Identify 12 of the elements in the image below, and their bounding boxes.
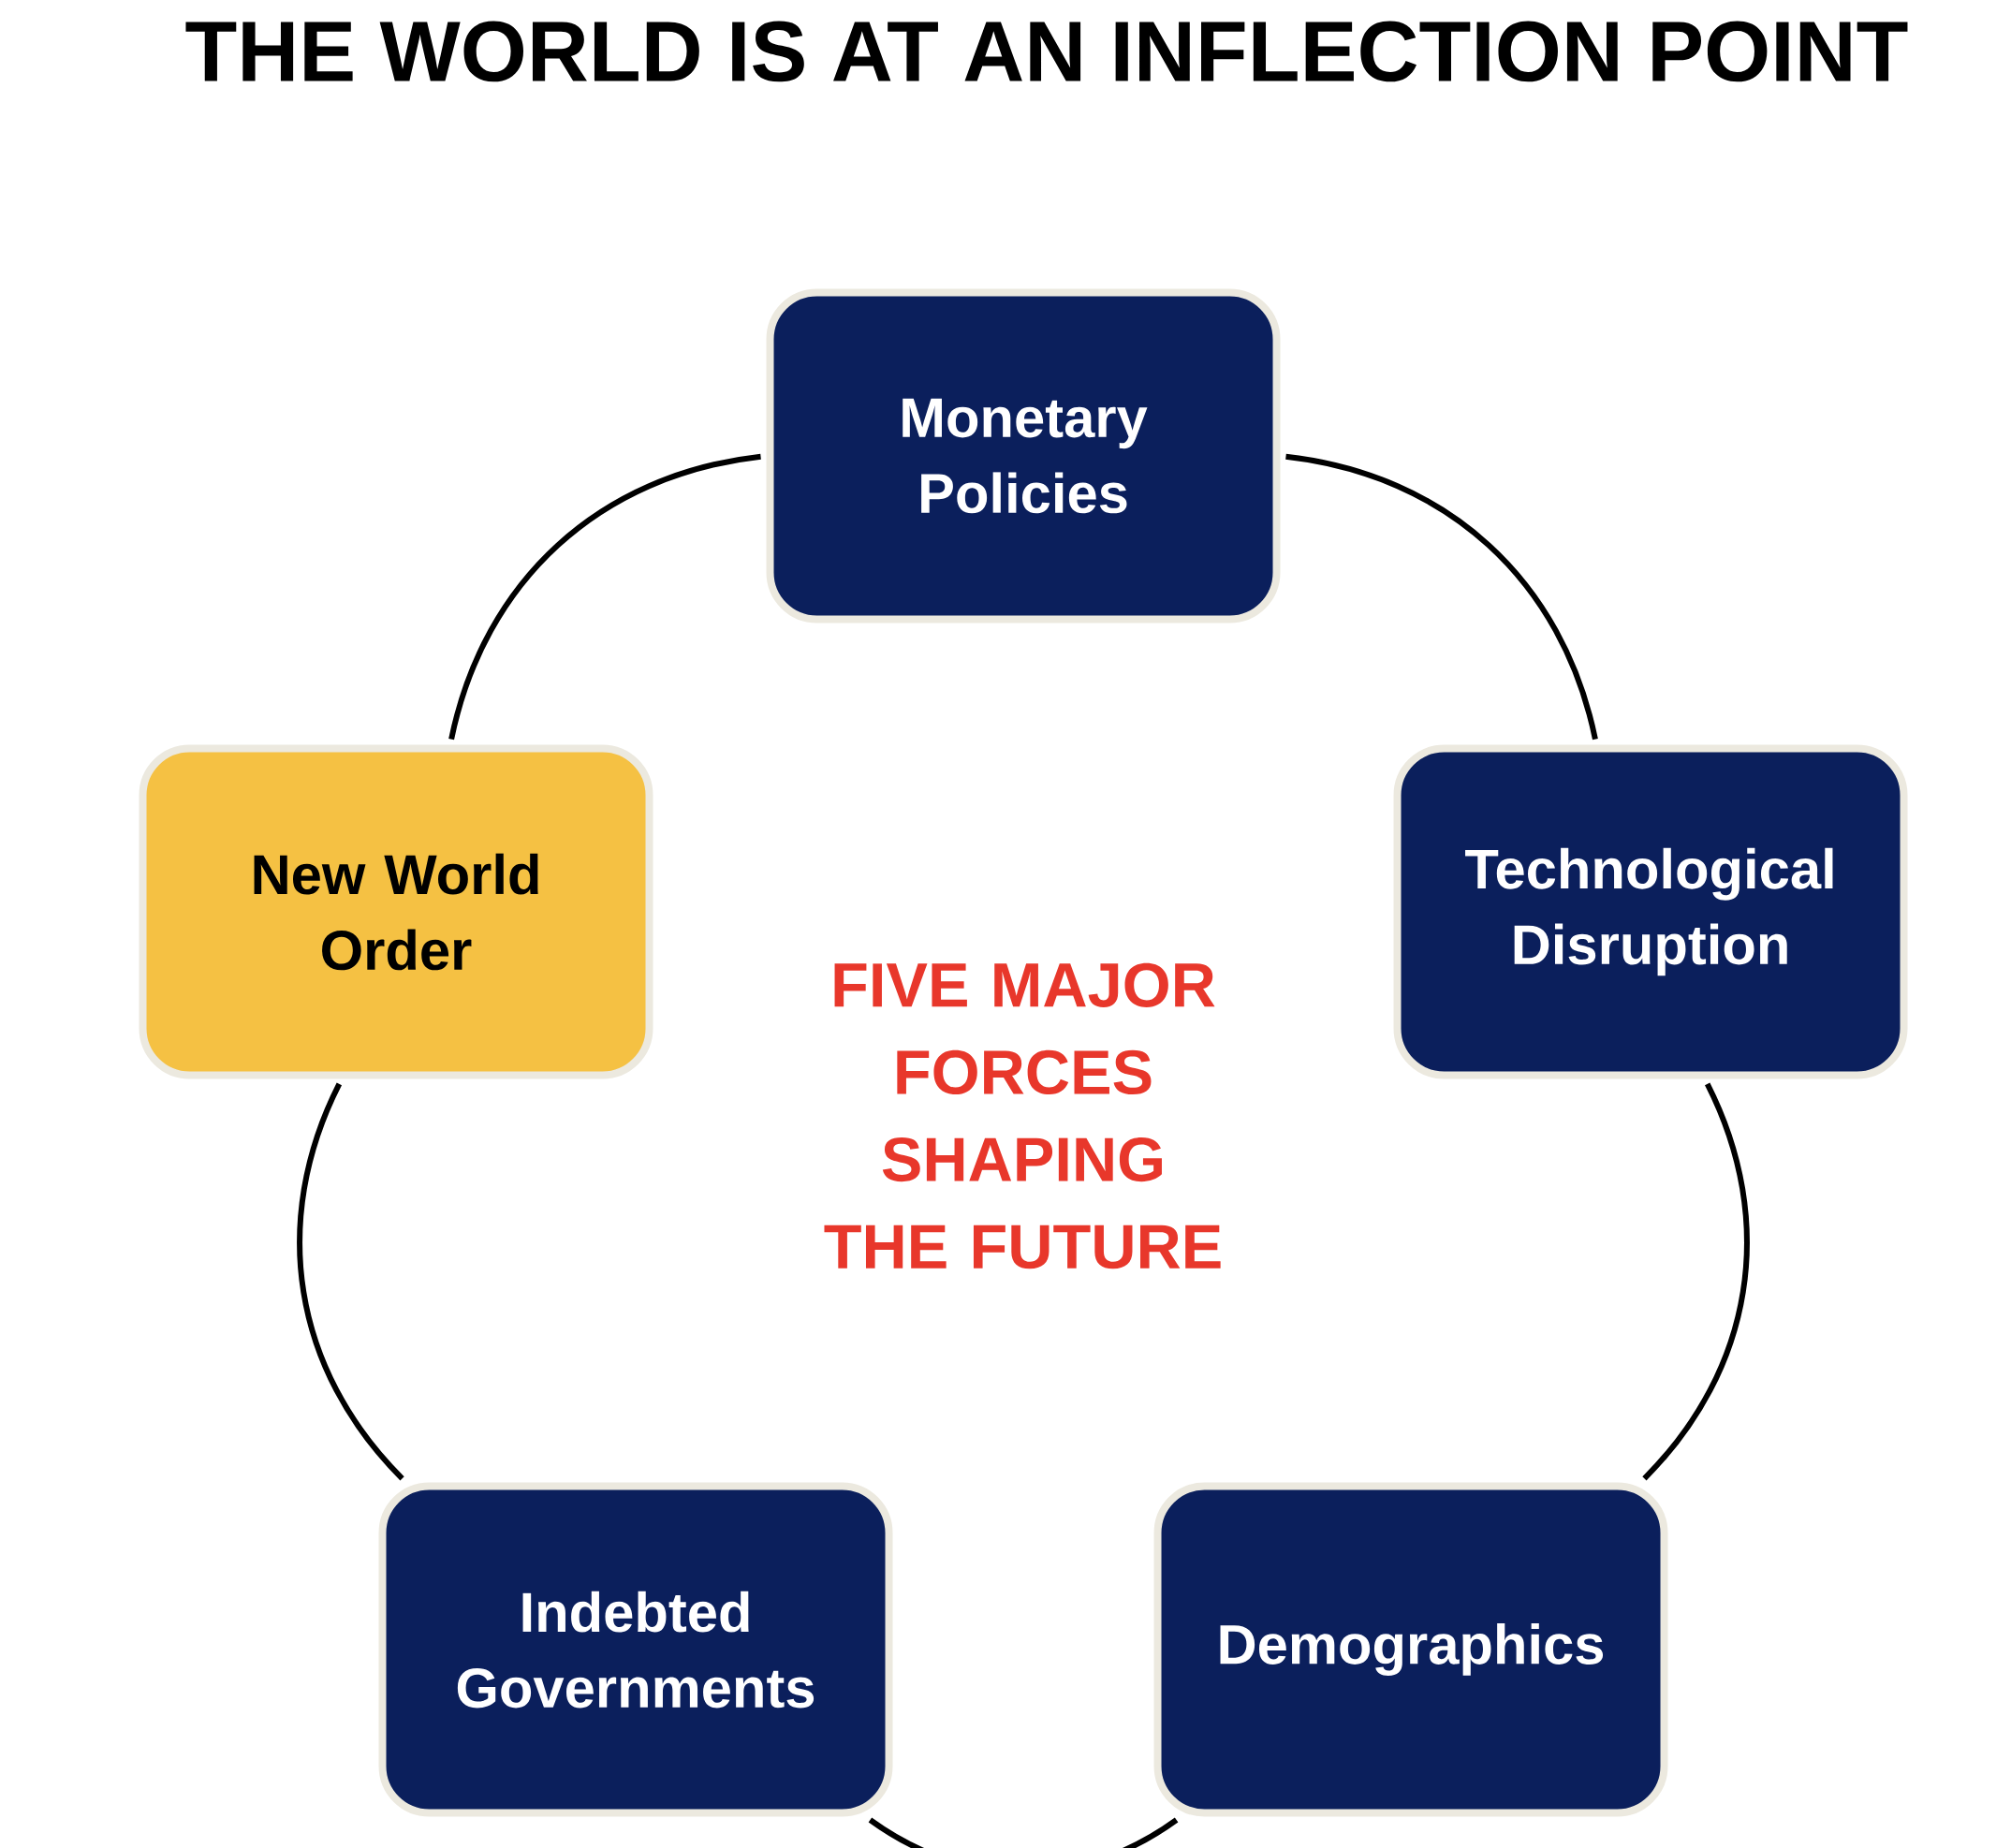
process-box: New World Order: [139, 744, 653, 1079]
connector-arc: [297, 1082, 404, 1481]
process-box: Indebted Governments: [378, 1482, 893, 1817]
process-box: Technological Disruption: [1393, 744, 1908, 1079]
connector-arc: [1285, 453, 1598, 741]
process-box: Monetary Policies: [766, 288, 1281, 623]
process-box: Demographics: [1153, 1482, 1668, 1817]
title: THE WORLD IS AT AN INFLECTION POINT: [185, 21, 1908, 82]
center-text: FIVE MAJOR FORCES SHAPING THE FUTURE: [824, 962, 1221, 1269]
connector-arc: [1642, 1082, 1750, 1481]
connector-arc: [868, 1817, 1179, 1848]
connector-arc: [448, 453, 762, 741]
